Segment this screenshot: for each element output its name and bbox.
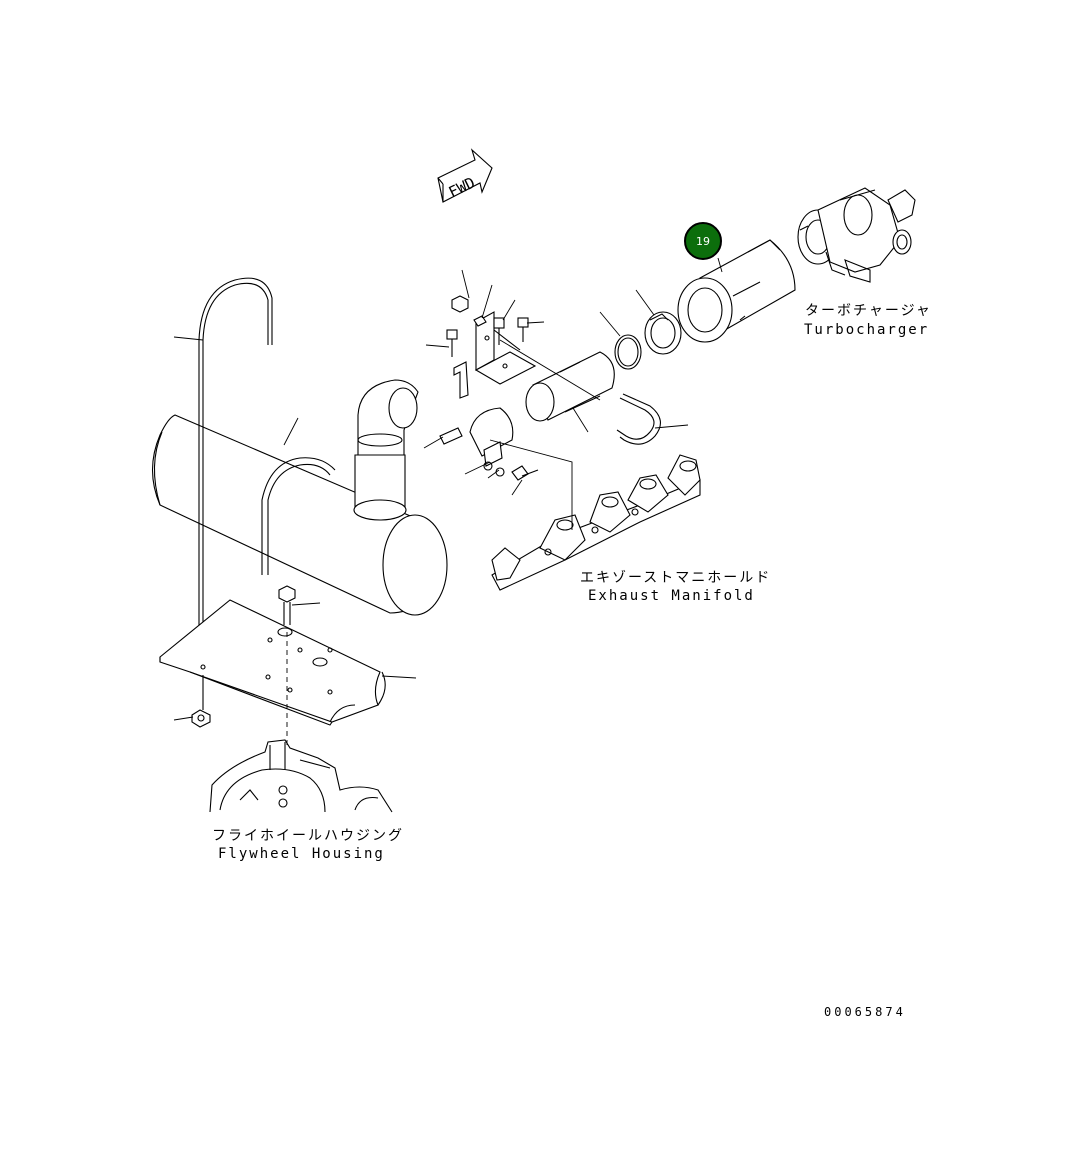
fwd-arrow-icon: FWD: [437, 148, 493, 203]
turbocharger-jp-label: ターボチャージャ: [805, 303, 932, 319]
flywheel-jp-label: フライホイールハウジング: [212, 828, 404, 844]
drawing-number: 00065874: [824, 1005, 906, 1019]
flexible-pipe-part: [525, 351, 615, 422]
gasket-ring-part: [614, 334, 642, 370]
muffler-band-part: [439, 407, 539, 481]
callout-19-button[interactable]: 19: [684, 222, 722, 260]
plate-bolt-part: [278, 585, 296, 625]
bracket-bolts-part: [446, 295, 529, 399]
pipe-clamp-part: [644, 311, 682, 355]
flywheel-en-label: Flywheel Housing: [218, 846, 385, 862]
turbocharger-part: [797, 187, 916, 283]
muffler-part: [152, 379, 448, 616]
exhaust-pipe-part: [677, 239, 796, 343]
manifold-en-label: Exhaust Manifold: [588, 588, 755, 604]
mounting-bracket-part: [474, 311, 537, 385]
leader-lines: [173, 257, 723, 721]
flywheel-housing-part: [209, 739, 393, 813]
turbocharger-en-label: Turbocharger: [804, 322, 930, 338]
u-bolt-part: [616, 393, 661, 445]
exhaust-manifold-part: [491, 454, 701, 591]
mounting-plate-part: [159, 599, 386, 726]
support-rod-part: [198, 277, 273, 668]
plate-nut-part: [191, 709, 211, 728]
manifold-jp-label: エキゾーストマニホールド: [580, 570, 772, 586]
